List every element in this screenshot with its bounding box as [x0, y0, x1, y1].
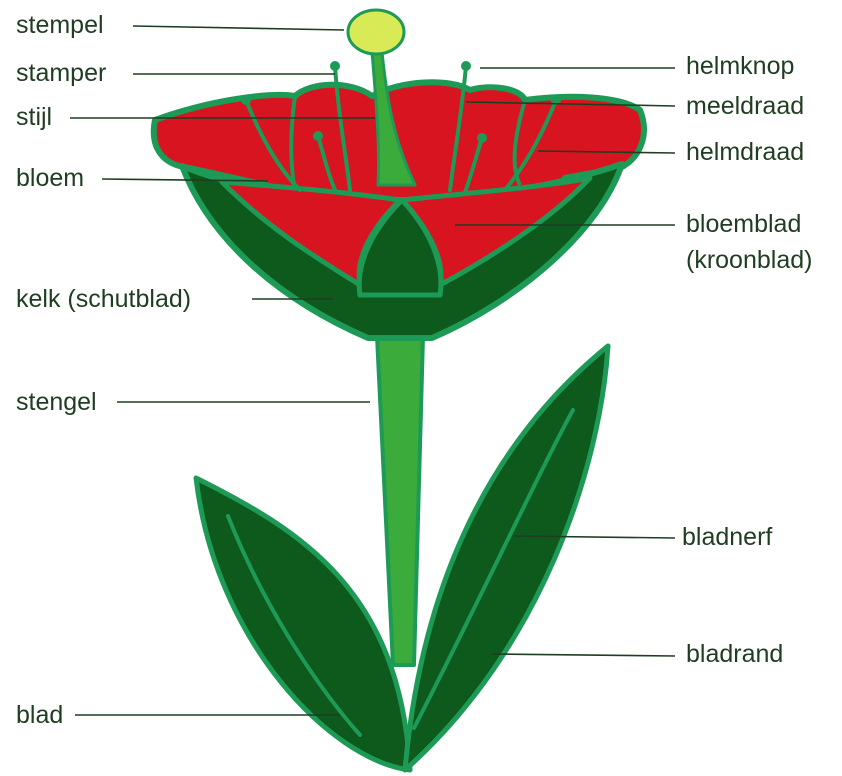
label-bladrand: bladrand — [686, 641, 783, 669]
label-blad: blad — [16, 702, 63, 730]
left-leaf — [196, 478, 410, 770]
label-stempel: stempel — [16, 12, 104, 40]
label-bloemblad: bloemblad — [686, 211, 801, 239]
label-meeldraad: meeldraad — [686, 93, 804, 121]
label-helmknop: helmknop — [686, 53, 794, 81]
label-kelk: kelk (schutblad) — [16, 286, 191, 314]
label-stengel: stengel — [16, 389, 97, 417]
stigma — [348, 10, 404, 54]
right-leaf — [405, 346, 608, 770]
label-stamper: stamper — [16, 60, 106, 88]
label-kroonblad: (kroonblad) — [686, 247, 812, 275]
label-bladnerf: bladnerf — [682, 524, 772, 552]
label-helmdraad: helmdraad — [686, 139, 804, 167]
label-stijl: stijl — [16, 104, 52, 132]
stem — [377, 336, 423, 665]
label-bloem: bloem — [16, 165, 84, 193]
